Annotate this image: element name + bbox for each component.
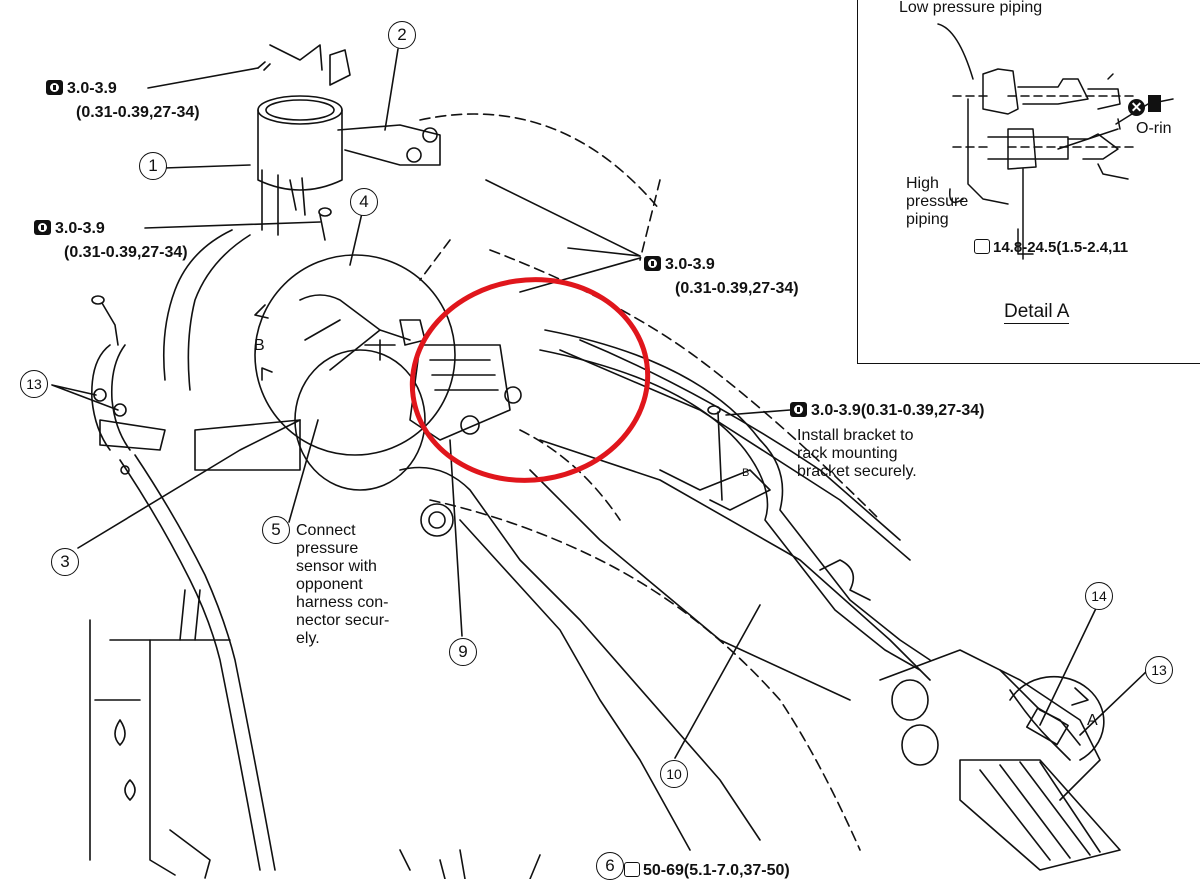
reservoir-bracket — [257, 44, 441, 166]
callout-10: 10 — [660, 760, 688, 788]
sensor-note-line: pressure — [296, 540, 359, 557]
sensor-note-line: nector secur- — [296, 612, 390, 629]
torque-label-right: 3.0-3.9 — [644, 256, 715, 273]
low-pressure-label: Low pressure piping — [899, 0, 1043, 16]
sensor-note-line: harness con- — [296, 594, 389, 611]
torque-sub-value: (0.31-0.39,27-34) — [76, 104, 200, 121]
o-ring-label: O-rin — [1136, 120, 1172, 137]
torque-icon — [974, 239, 990, 254]
callout-5: 5 — [262, 516, 290, 544]
callout-4: 4 — [350, 188, 378, 216]
highlight-circle — [409, 277, 651, 483]
bolt-leaders — [51, 48, 1149, 759]
torque-label-bracket: 3.0-3.9(0.31-0.39,27-34) — [790, 402, 984, 419]
detail-torque-label: 14.8-24.5(1.5-2.4,11 — [974, 239, 1128, 256]
bracket-note-line: bracket securely. — [797, 463, 917, 480]
torque-value: 3.0-3.9 — [67, 80, 117, 97]
no-reuse-marker: ✕ — [1128, 95, 1161, 116]
torque-label-left: 3.0-3.9 — [34, 220, 105, 237]
pressure-piping — [539, 329, 1081, 761]
hose-lines — [89, 229, 276, 879]
view-marker-a: A — [1087, 712, 1098, 729]
no-reuse-icon: ✕ — [1128, 99, 1145, 116]
torque-sub-value: (0.31-0.39,27-34) — [675, 280, 799, 297]
power-steering-pump — [194, 294, 522, 491]
detail-title: Detail A — [1004, 301, 1070, 324]
sensor-note-line: Connect — [296, 522, 356, 539]
torque-wrench-icon — [644, 256, 661, 271]
callout-13: 13 — [20, 370, 48, 398]
callout-9: 9 — [449, 638, 477, 666]
torque-value: 14.8-24.5(1.5-2.4,11 — [993, 239, 1129, 256]
callout-6: 6 — [596, 852, 624, 880]
high-pressure-label: pressure — [906, 193, 969, 210]
torque-wrench-icon — [46, 80, 63, 95]
torque-icon — [624, 862, 640, 877]
torque-label-top: 3.0-3.9 — [46, 80, 117, 97]
torque-value: 3.0-3.9 — [665, 256, 715, 273]
bracket-note-line: rack mounting — [797, 445, 898, 462]
grease-icon — [1148, 95, 1161, 112]
bracket-marker-b: B — [742, 467, 750, 479]
sensor-note-line: opponent — [296, 576, 363, 593]
torque-wrench-icon — [34, 220, 51, 235]
torque-label-bottom: 50-69(5.1-7.0,37-50) — [624, 862, 790, 879]
high-pressure-label: piping — [906, 211, 949, 228]
view-b-circle — [254, 254, 456, 456]
view-marker-b: B — [254, 337, 265, 354]
high-pressure-label: High — [906, 175, 939, 192]
view-a-circle — [1009, 675, 1105, 761]
torque-sub-value: (0.31-0.39,27-34) — [64, 244, 188, 261]
callout-2: 2 — [388, 21, 416, 49]
torque-value: 50-69(5.1-7.0,37-50) — [643, 862, 790, 879]
detail-a-panel: Low pressure piping High pressure piping… — [857, 0, 1200, 364]
callout-1: 1 — [139, 152, 167, 180]
sensor-note-line: ely. — [296, 630, 320, 647]
steering-rack-crossmember — [399, 339, 1121, 871]
callout-13: 13 — [1145, 656, 1173, 684]
reservoir-tank — [257, 95, 343, 236]
sensor-note-line: sensor with — [296, 558, 377, 575]
torque-value: 3.0-3.9(0.31-0.39,27-34) — [811, 402, 985, 419]
callout-3: 3 — [51, 548, 79, 576]
torque-value: 3.0-3.9 — [55, 220, 105, 237]
callout-14: 14 — [1085, 582, 1113, 610]
bracket-note-line: Install bracket to — [797, 427, 914, 444]
torque-wrench-icon — [790, 402, 807, 417]
